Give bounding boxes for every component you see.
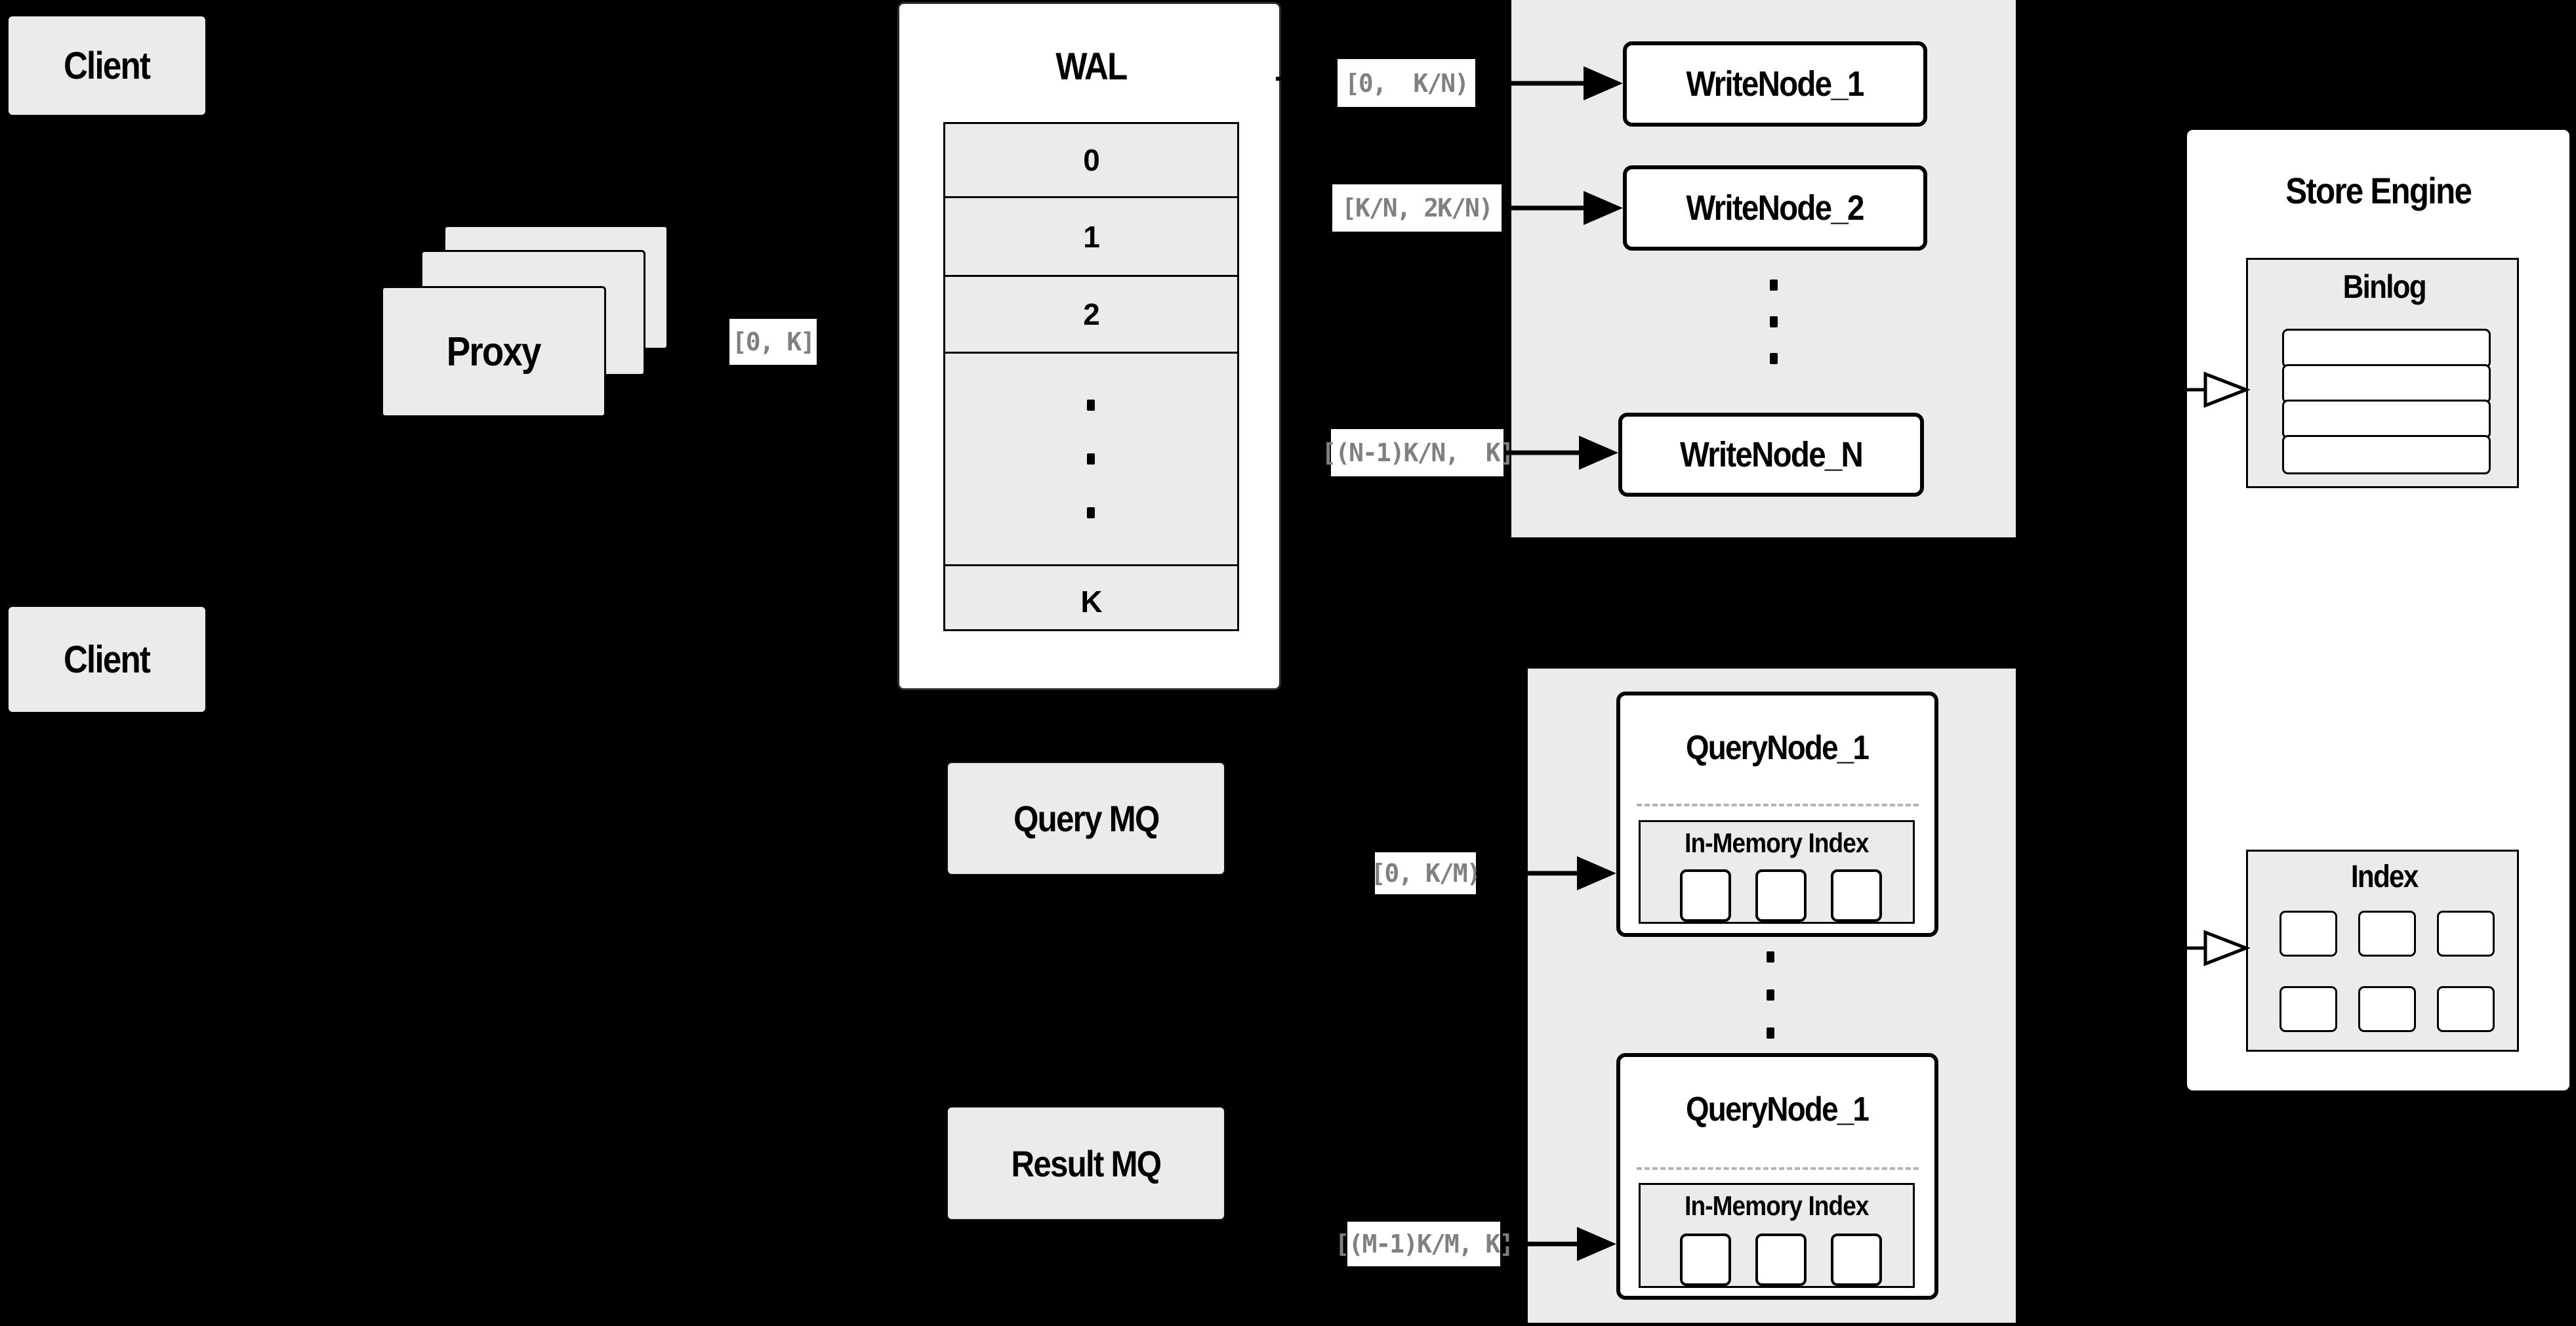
- vertical-ellipsis-dot: [1087, 400, 1095, 411]
- wal-row-k-label: K: [1080, 585, 1102, 619]
- wal-panel: WAL 0 1 2 K: [897, 2, 1281, 690]
- client-box-top: Client: [9, 16, 205, 115]
- vertical-ellipsis-dot: [1767, 1027, 1774, 1039]
- vertical-ellipsis-dot: [1087, 453, 1095, 465]
- query-mq-box: Query MQ: [947, 762, 1225, 875]
- binlog-title-wrap: Binlog: [2248, 266, 2521, 307]
- index-box: Index: [2246, 850, 2519, 1052]
- vertical-ellipsis-dot: [1770, 353, 1778, 364]
- index-segment: [2358, 911, 2416, 957]
- wal-row-0: 0: [945, 124, 1237, 198]
- in-memory-index-top-title: In-Memory Index: [1685, 827, 1869, 858]
- range-label-write-1: [0, K/N): [1338, 59, 1475, 107]
- store-engine-title: Store Engine: [2285, 169, 2472, 211]
- range-label-write-2-text: [K/N, 2K/N): [1341, 194, 1494, 222]
- range-label-query-top-text: [0, K/M): [1370, 859, 1481, 888]
- range-label-proxy-out-text: [0, K]: [731, 327, 815, 356]
- range-label-write-1-text: [0, K/N): [1345, 68, 1469, 98]
- index-segment: [2437, 986, 2495, 1032]
- query-node-top-title-wrap: QueryNode_1: [1620, 715, 1934, 781]
- proxy-label: Proxy: [447, 329, 542, 375]
- vertical-ellipsis-dot: [1770, 280, 1778, 291]
- binlog-title: Binlog: [2342, 268, 2427, 305]
- range-label-proxy-out: [0, K]: [729, 319, 817, 365]
- range-label-query-bottom: [(M-1)K/M, K]: [1335, 1222, 1514, 1266]
- segment-square: [1831, 1233, 1882, 1286]
- binlog-segment: [2282, 435, 2491, 474]
- wal-row-1: 1: [945, 198, 1237, 277]
- in-memory-index-top: In-Memory Index: [1639, 820, 1915, 924]
- index-segment: [2437, 911, 2495, 957]
- index-title: Index: [2351, 859, 2419, 894]
- query-node-bottom: QueryNode_1 In-Memory Index: [1616, 1053, 1938, 1300]
- vertical-ellipsis-dot: [1770, 316, 1778, 327]
- write-node-2: WriteNode_2: [1623, 165, 1927, 251]
- index-segment: [2358, 986, 2416, 1032]
- segment-square: [1755, 1233, 1807, 1286]
- result-mq-box: Result MQ: [947, 1106, 1225, 1220]
- vertical-ellipsis-dot: [1767, 989, 1774, 1001]
- wal-row-ellipsis: [945, 354, 1237, 566]
- range-label-query-bottom-text: [(M-1)K/M, K]: [1334, 1230, 1514, 1258]
- write-node-n-label: WriteNode_N: [1679, 435, 1864, 474]
- query-node-bottom-title: QueryNode_1: [1686, 1090, 1870, 1129]
- binlog-segment: [2282, 364, 2491, 404]
- client-box-bottom: Client: [9, 607, 205, 712]
- segment-square: [1680, 869, 1731, 922]
- index-segment: [2280, 986, 2337, 1032]
- index-title-wrap: Index: [2248, 857, 2521, 896]
- write-node-n: WriteNode_N: [1618, 413, 1924, 497]
- wal-row-0-label: 0: [1083, 143, 1100, 177]
- client-top-label: Client: [64, 44, 151, 87]
- wal-table: 0 1 2 K: [943, 122, 1239, 631]
- in-memory-index-bottom-title: In-Memory Index: [1685, 1190, 1869, 1221]
- wal-row-2-label: 2: [1083, 297, 1100, 331]
- binlog-box: Binlog: [2246, 258, 2519, 488]
- range-label-write-n-text: [(N-1)K/N, K]: [1321, 438, 1514, 467]
- wal-row-2: 2: [945, 277, 1237, 354]
- query-node-bottom-title-wrap: QueryNode_1: [1620, 1077, 1934, 1142]
- client-bottom-label: Client: [64, 638, 151, 681]
- index-segment: [2280, 911, 2337, 957]
- query-mq-label: Query MQ: [1013, 798, 1160, 839]
- vertical-ellipsis-dot: [1087, 507, 1095, 518]
- in-memory-index-bottom: In-Memory Index: [1639, 1183, 1915, 1288]
- wal-row-1-label: 1: [1083, 219, 1100, 254]
- write-node-1-label: WriteNode_1: [1686, 64, 1865, 104]
- segment-square: [1755, 869, 1807, 922]
- binlog-segment: [2282, 329, 2491, 368]
- wal-row-k: K: [945, 566, 1237, 637]
- range-label-write-n: [(N-1)K/N, K]: [1321, 429, 1515, 476]
- range-label-write-2: [K/N, 2K/N): [1332, 184, 1502, 232]
- wal-title-wrap: WAL: [899, 40, 1283, 93]
- in-memory-index-bottom-title-wrap: In-Memory Index: [1641, 1189, 1913, 1223]
- write-node-2-label: WriteNode_2: [1686, 188, 1865, 228]
- store-engine-title-wrap: Store Engine: [2185, 161, 2571, 220]
- segment-square: [1680, 1233, 1731, 1286]
- proxy-box-front: Proxy: [381, 286, 606, 417]
- segment-square: [1831, 869, 1882, 922]
- range-label-query-top: [0, K/M): [1370, 852, 1482, 894]
- query-node-top-title: QueryNode_1: [1686, 729, 1870, 767]
- result-mq-label: Result MQ: [1011, 1142, 1162, 1184]
- binlog-segment: [2282, 400, 2491, 439]
- wal-title: WAL: [1055, 45, 1128, 88]
- vertical-ellipsis-dot: [1767, 951, 1774, 963]
- dashed-separator: [1637, 804, 1919, 806]
- write-node-1: WriteNode_1: [1623, 41, 1927, 127]
- in-memory-index-top-title-wrap: In-Memory Index: [1641, 826, 1913, 860]
- dashed-separator: [1637, 1167, 1919, 1170]
- query-node-top: QueryNode_1 In-Memory Index: [1616, 692, 1938, 937]
